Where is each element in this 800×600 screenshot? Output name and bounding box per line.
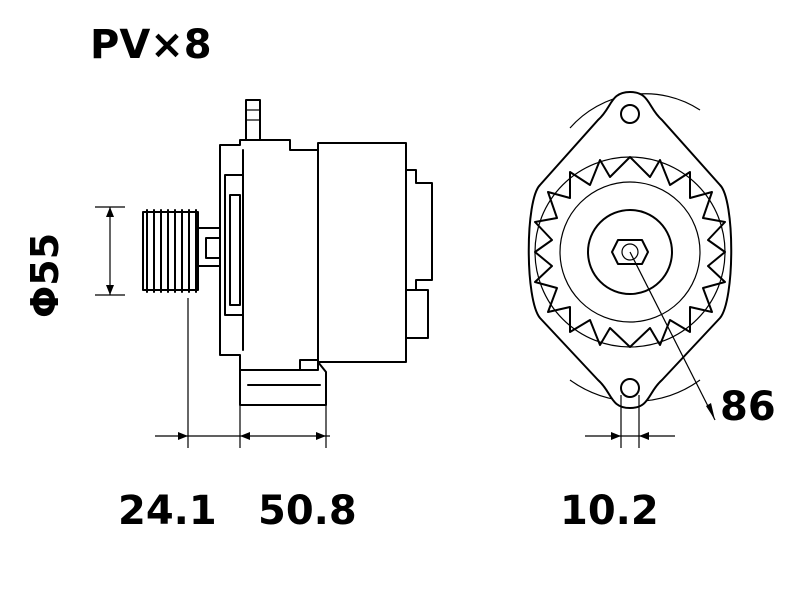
diameter-label: Φ55 xyxy=(23,233,67,318)
hole-width-dimension xyxy=(585,395,675,448)
mount-length-label: 50.8 xyxy=(258,488,357,534)
belt-profile-label: PV×8 xyxy=(90,22,212,68)
diameter-dimension xyxy=(95,206,125,296)
fan-blades xyxy=(534,156,726,348)
radius-leader xyxy=(629,251,716,421)
alternator-front-view xyxy=(527,91,733,448)
terminal-lug xyxy=(245,99,261,141)
pulley xyxy=(142,209,221,293)
mount-hole-label: 10.2 xyxy=(560,488,659,534)
pulley-offset-label: 24.1 xyxy=(118,488,217,534)
length-dimensions xyxy=(155,298,330,448)
front-housing xyxy=(219,139,321,371)
rear-housing xyxy=(317,142,433,363)
outer-radius-label: 86 xyxy=(720,384,776,430)
mounting-holes xyxy=(620,104,640,398)
alternator-side-view xyxy=(95,99,433,448)
